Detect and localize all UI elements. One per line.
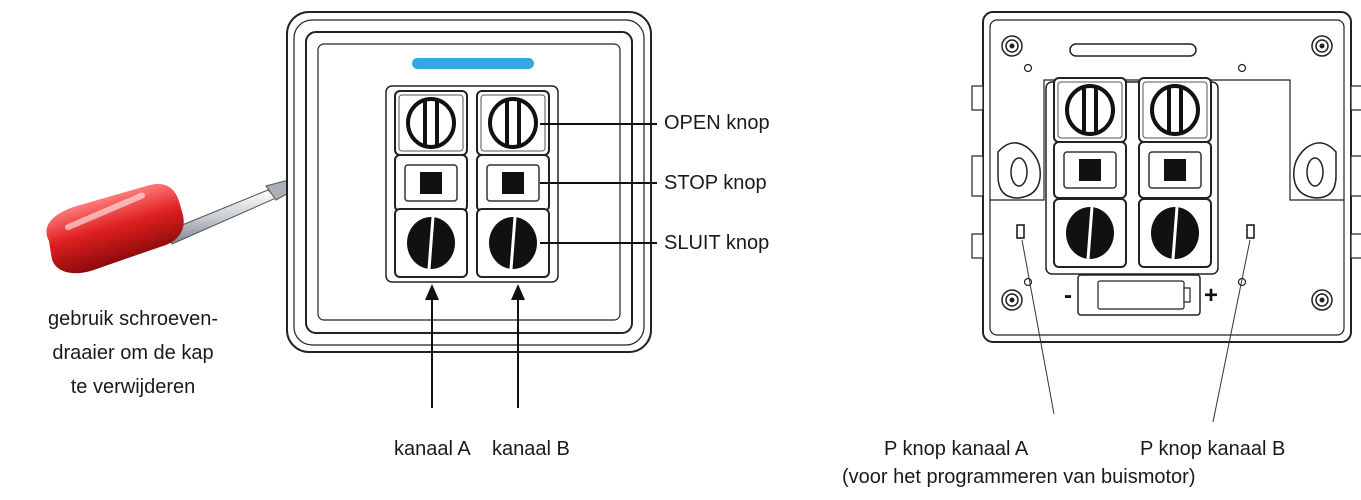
open-button-b <box>475 89 551 157</box>
p-button-b-label: P knop kanaal B <box>1140 438 1286 460</box>
back-view-device: - + <box>971 11 1361 343</box>
p-button-a-label: P knop kanaal A <box>884 438 1029 460</box>
screwdriver-instruction-line3: te verwijderen <box>70 376 196 398</box>
battery-plus: + <box>1204 282 1218 309</box>
screwdriver-icon <box>46 177 299 274</box>
p-button-note: (voor het programmeren van buismotor) <box>842 466 1196 488</box>
front-view-device <box>286 11 652 353</box>
stop-button-a <box>394 154 468 212</box>
stop-button-label: STOP knop <box>664 172 767 194</box>
status-led <box>412 58 534 69</box>
front-leader-lines <box>431 123 657 408</box>
close-button-a <box>393 207 469 279</box>
open-button-label: OPEN knop <box>664 112 770 134</box>
channel-a-label: kanaal A <box>394 438 471 460</box>
battery-icon <box>1077 274 1201 316</box>
screwdriver-instruction-line1: gebruik schroeven- <box>47 308 219 330</box>
open-button-a <box>393 89 469 157</box>
p-leader-lines <box>1021 239 1251 423</box>
p-button-a <box>1016 224 1025 239</box>
sluit-button-label: SLUIT knop <box>664 232 770 254</box>
stop-button-b <box>476 154 550 212</box>
close-button-b <box>475 207 551 279</box>
mounting-hole-icon <box>997 142 1337 199</box>
screwdriver-instruction-line2: draaier om de kap <box>52 342 214 364</box>
arrowheads <box>425 284 525 300</box>
battery-minus: - <box>1064 282 1072 309</box>
channel-b-label: kanaal B <box>492 438 570 460</box>
p-button-b <box>1246 224 1255 239</box>
